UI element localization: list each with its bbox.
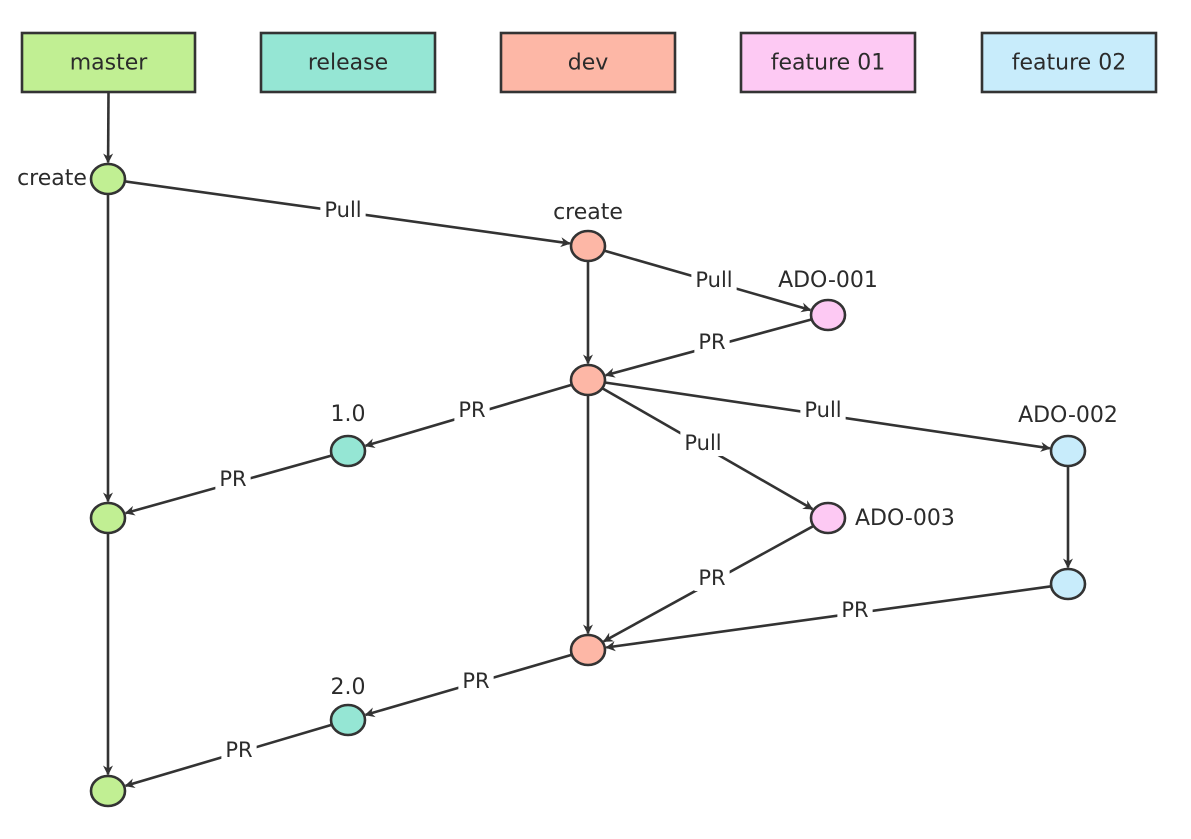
edge-label-background	[454, 397, 490, 423]
branch-header-master: master	[20, 31, 197, 94]
edge-label-background	[680, 430, 726, 456]
commit-circle	[569, 633, 607, 667]
lanes-layer: master release dev feature 01 feature 02	[20, 31, 1158, 94]
commit-label: create	[553, 200, 623, 225]
commit-node-m2	[89, 501, 127, 535]
commit-node-d3	[569, 633, 607, 667]
edge-label-pr: PR	[841, 598, 868, 622]
commit-node-m1: create	[17, 162, 127, 196]
commit-circle	[89, 162, 127, 196]
commit-circle	[329, 434, 367, 468]
commit-label: create	[17, 166, 87, 191]
commit-circle	[569, 363, 607, 397]
edge-label-background	[694, 329, 730, 355]
branch-header-label: feature 01	[771, 51, 885, 76]
commit-label: ADO-002	[1018, 403, 1118, 428]
branch-header-box	[259, 31, 437, 94]
edge-label-background	[215, 466, 251, 492]
commit-circle	[89, 501, 127, 535]
edge-label-pr: PR	[458, 398, 485, 422]
commit-node-g1: ADO-002	[1018, 403, 1118, 468]
commit-node-f1: ADO-001	[778, 268, 878, 332]
commit-circle	[329, 703, 367, 737]
commit-circle	[89, 774, 127, 808]
edge-label-pull: Pull	[804, 398, 841, 422]
commit-circle	[1049, 434, 1087, 468]
edge-label-pr: PR	[698, 330, 725, 354]
commit-circle	[809, 298, 847, 332]
edge-label-background	[320, 197, 366, 223]
commit-node-d2	[569, 363, 607, 397]
commit-circle	[809, 501, 847, 535]
branch-header-label: feature 02	[1012, 51, 1126, 76]
edge-label-background	[800, 397, 846, 423]
branch-header-dev: dev	[499, 31, 677, 94]
edge-label-pull: Pull	[695, 268, 732, 292]
branch-header-box	[20, 31, 197, 94]
edge-label-pull: Pull	[684, 431, 721, 455]
edge-label-background	[458, 668, 494, 694]
edge-label-pr: PR	[225, 738, 252, 762]
commit-label: ADO-001	[778, 268, 878, 293]
branch-header-box	[739, 31, 917, 94]
commit-node-f3: ADO-003	[809, 501, 955, 535]
edge-label-pr: PR	[462, 669, 489, 693]
commit-label: 1.0	[331, 402, 366, 427]
commit-node-g2	[1049, 567, 1087, 601]
edges-layer	[103, 91, 1073, 789]
commit-node-r1: 1.0	[329, 402, 367, 468]
commit-circle	[569, 229, 607, 263]
edge-label-background	[691, 267, 737, 293]
branch-header-label: dev	[568, 51, 609, 76]
edge-label-background	[694, 565, 730, 591]
edge-g2-to-d3	[605, 585, 1052, 652]
edge-label-pr: PR	[698, 566, 725, 590]
commit-circle	[1049, 567, 1087, 601]
edge-label-background	[221, 737, 257, 763]
commit-label: 2.0	[331, 675, 366, 700]
edge-label-pull: Pull	[324, 198, 361, 222]
branch-header-box	[980, 31, 1158, 94]
commit-label: ADO-003	[855, 506, 955, 531]
branch-header-release: release	[259, 31, 437, 94]
commit-node-r2: 2.0	[329, 675, 367, 737]
edge-label-background	[837, 597, 873, 623]
commit-node-m3	[89, 774, 127, 808]
branch-header-box	[499, 31, 677, 94]
branch-header-label: release	[308, 51, 388, 76]
edge-label-pr: PR	[219, 467, 246, 491]
branch-header-feature01: feature 01	[739, 31, 917, 94]
branch-header-feature02: feature 02	[980, 31, 1158, 94]
branch-header-label: master	[70, 51, 149, 76]
commit-node-d1: create	[553, 200, 623, 263]
